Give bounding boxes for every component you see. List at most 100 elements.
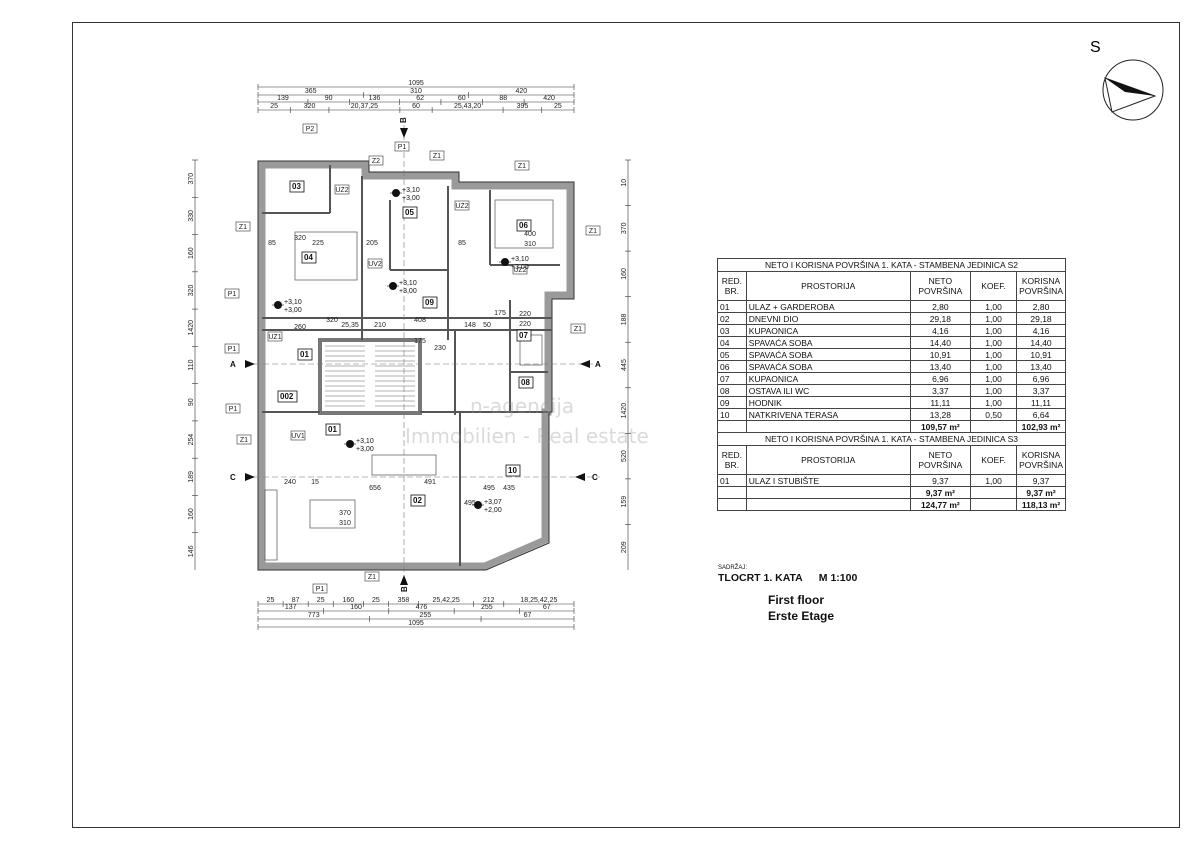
element-tag-box bbox=[512, 264, 528, 275]
level-finished: +3,07 bbox=[484, 499, 502, 506]
dimension-label: 212 bbox=[483, 597, 495, 604]
dimension-label: 18,25,42,25 bbox=[520, 597, 557, 604]
level-finished: +3,10 bbox=[402, 187, 420, 194]
dimension-label: 25 bbox=[270, 103, 278, 110]
element-tag-box bbox=[368, 155, 384, 166]
inner-dimension-label: 435 bbox=[503, 485, 515, 492]
level-finished: +3,10 bbox=[511, 256, 529, 263]
cell-room: ULAZ + GARDEROBA bbox=[745, 300, 911, 313]
cell-no: 01 bbox=[717, 474, 747, 487]
dimension-label: 320 bbox=[304, 103, 316, 110]
element-tag-box bbox=[585, 225, 601, 236]
cell-neto: 6,96 bbox=[909, 372, 972, 385]
header-koef: KOEF. bbox=[969, 271, 1018, 301]
dimension-label: 370 bbox=[188, 173, 195, 185]
element-tag: UZ1 bbox=[268, 334, 281, 341]
room-tag-box bbox=[402, 206, 418, 219]
section-lines bbox=[245, 125, 600, 585]
dimension-label: 90 bbox=[188, 398, 195, 406]
compass-arrow-fill-icon bbox=[1105, 78, 1155, 96]
element-tag-box bbox=[514, 160, 530, 171]
room-number: 07 bbox=[519, 331, 528, 340]
element-tag: UV1 bbox=[291, 433, 305, 440]
cell-koef: 1,00 bbox=[969, 360, 1018, 373]
dimension-label: 254 bbox=[188, 434, 195, 446]
dimension-label: 25,43,20 bbox=[454, 103, 481, 110]
cell-koef: 1,00 bbox=[969, 396, 1018, 409]
header-prostorija: PROSTORIJA bbox=[745, 271, 911, 301]
section-marks: A A C C B B bbox=[230, 117, 601, 592]
cell-no: 07 bbox=[717, 372, 747, 385]
cell-koef: 1,00 bbox=[969, 312, 1018, 325]
room-number: 04 bbox=[304, 253, 313, 262]
element-tag: Z1 bbox=[518, 163, 526, 170]
element-tag: UV2 bbox=[368, 261, 382, 268]
element-tag-box bbox=[225, 403, 241, 414]
element-tag: Z1 bbox=[239, 224, 247, 231]
dimension-label: 160 bbox=[188, 508, 195, 520]
dimension-label: 520 bbox=[621, 450, 628, 462]
inner-dimension-label: 320 bbox=[326, 317, 338, 324]
dimension-label: 255 bbox=[419, 612, 431, 619]
cell-koef: 1,00 bbox=[969, 324, 1018, 337]
element-tag-box bbox=[267, 331, 283, 342]
outer-wall bbox=[258, 161, 574, 570]
room-tag-box bbox=[277, 390, 298, 403]
dimension-label: 209 bbox=[621, 541, 628, 553]
dimension-label: 773 bbox=[308, 612, 320, 619]
dimension-label: 395 bbox=[517, 103, 529, 110]
cell-korisna: 6,96 bbox=[1016, 372, 1066, 385]
dimension-label: 365 bbox=[305, 88, 317, 95]
level-structural: +3,00 bbox=[399, 288, 417, 295]
cell-korisna: 6,64 bbox=[1016, 408, 1066, 421]
header-red-br: RED. BR. bbox=[717, 445, 747, 475]
cell-koef: 1,00 bbox=[969, 300, 1018, 313]
section-arrow-icon bbox=[245, 360, 255, 368]
level-structural: +3,00 bbox=[511, 264, 529, 271]
dimension-label: 445 bbox=[621, 359, 628, 371]
room-tag-box bbox=[516, 219, 532, 232]
inner-dimension-label: 495 bbox=[483, 485, 495, 492]
header-prostorija: PROSTORIJA bbox=[745, 445, 911, 475]
plan-title-text: TLOCRT 1. KATA bbox=[718, 572, 803, 584]
cell-room: DNEVNI DIO bbox=[745, 312, 911, 325]
dimension-label: 10 bbox=[621, 179, 628, 187]
room-tag-box bbox=[422, 296, 438, 309]
dimension-label: 25 bbox=[554, 103, 562, 110]
header-korisna: KORISNA POVRŠINA bbox=[1016, 271, 1066, 301]
level-structural: +3,00 bbox=[284, 307, 302, 314]
room-number: 01 bbox=[328, 425, 337, 434]
watermark-line2: Immobilien - Real estate bbox=[405, 424, 649, 448]
dimension-label: 420 bbox=[515, 88, 527, 95]
s3-total-korisna: 9,37 m² bbox=[1016, 486, 1066, 499]
room-number: 10 bbox=[508, 466, 517, 475]
inner-dimension-label: 408 bbox=[414, 317, 426, 324]
furniture bbox=[264, 199, 554, 561]
cell-neto: 3,37 bbox=[909, 384, 972, 397]
s3-total-row: 9,37 m² 9,37 m² bbox=[717, 486, 1066, 499]
level-finished: +3,10 bbox=[399, 280, 417, 287]
cell-room: SPAVAĆA SOBA bbox=[745, 336, 911, 349]
dimension-label: 25 bbox=[317, 597, 325, 604]
room-tag-box bbox=[518, 376, 534, 389]
inner-dimension-label: 175 bbox=[494, 310, 506, 317]
room-tag-box bbox=[289, 180, 305, 193]
cell-no: 06 bbox=[717, 360, 747, 373]
element-tag: Z1 bbox=[589, 228, 597, 235]
cell-neto: 9,37 bbox=[909, 474, 972, 487]
dimension-lines bbox=[192, 84, 631, 630]
cell-koef: 1,00 bbox=[969, 384, 1018, 397]
room-number: 01 bbox=[300, 350, 309, 359]
cell-neto: 4,16 bbox=[909, 324, 972, 337]
section-mark-a-right: A bbox=[595, 360, 601, 369]
cell-korisna: 14,40 bbox=[1016, 336, 1066, 349]
dimension-label: 310 bbox=[410, 88, 422, 95]
dimension-label: 160 bbox=[188, 247, 195, 259]
